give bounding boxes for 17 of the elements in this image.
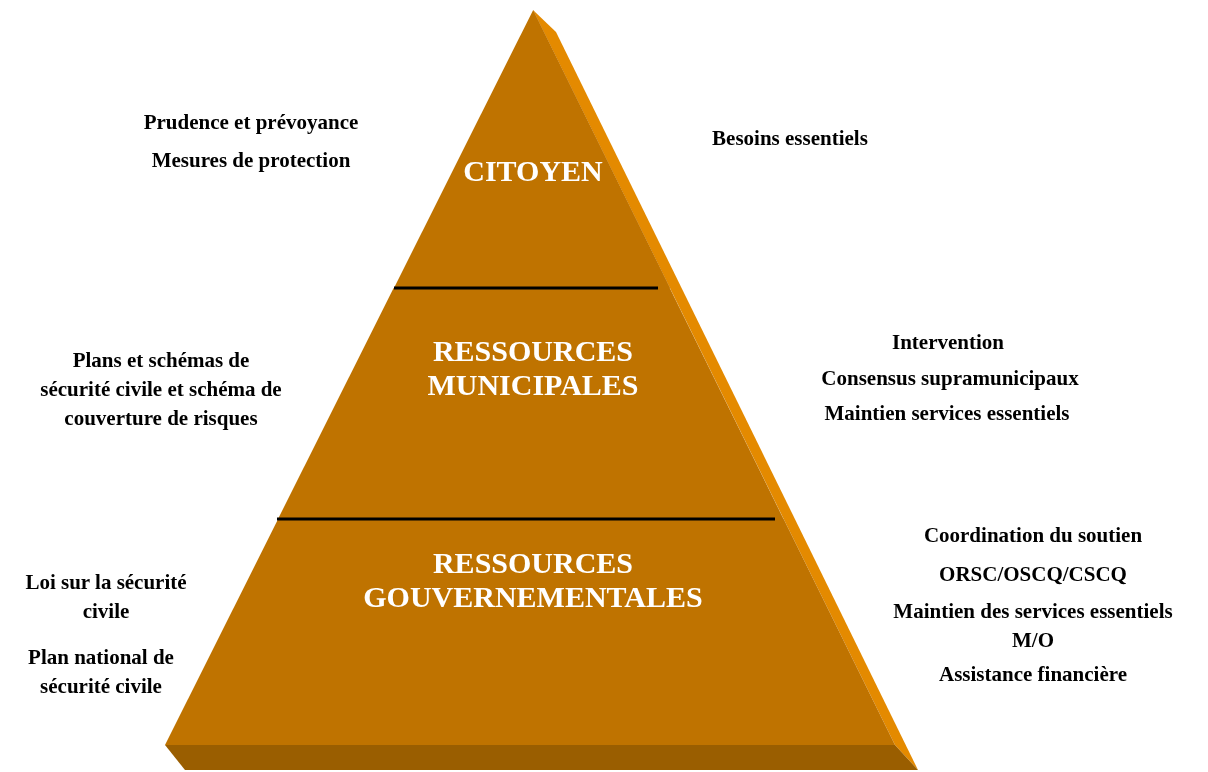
side-note: Consensus supramunicipaux [820, 365, 1080, 392]
side-note: Maintien des services essentiels M/O [892, 598, 1174, 654]
pyramid-level [393, 10, 670, 288]
side-note: Coordination du soutien [922, 522, 1144, 549]
side-note: Besoins essentiels [711, 125, 869, 152]
level-title: CITOYEN [462, 154, 604, 188]
side-note: ORSC/OSCQ/CSCQ [938, 561, 1128, 588]
side-note: Plan national de sécurité civile [27, 644, 175, 700]
side-note: Prudence et prévoyance [142, 109, 360, 136]
side-note: Assistance financière [938, 661, 1128, 688]
level-title: RESSOURCES MUNICIPALES [426, 334, 640, 402]
side-note: Maintien services essentiels [823, 400, 1071, 427]
side-note: Intervention [891, 329, 1005, 356]
level-title: RESSOURCES GOUVERNEMENTALES [363, 546, 703, 614]
side-note: Plans et schémas de sécurité civile et schéma de couverture de risques [39, 347, 283, 432]
side-note: Loi sur la sécurité civile [24, 569, 188, 625]
side-note: Mesures de protection [150, 147, 352, 174]
